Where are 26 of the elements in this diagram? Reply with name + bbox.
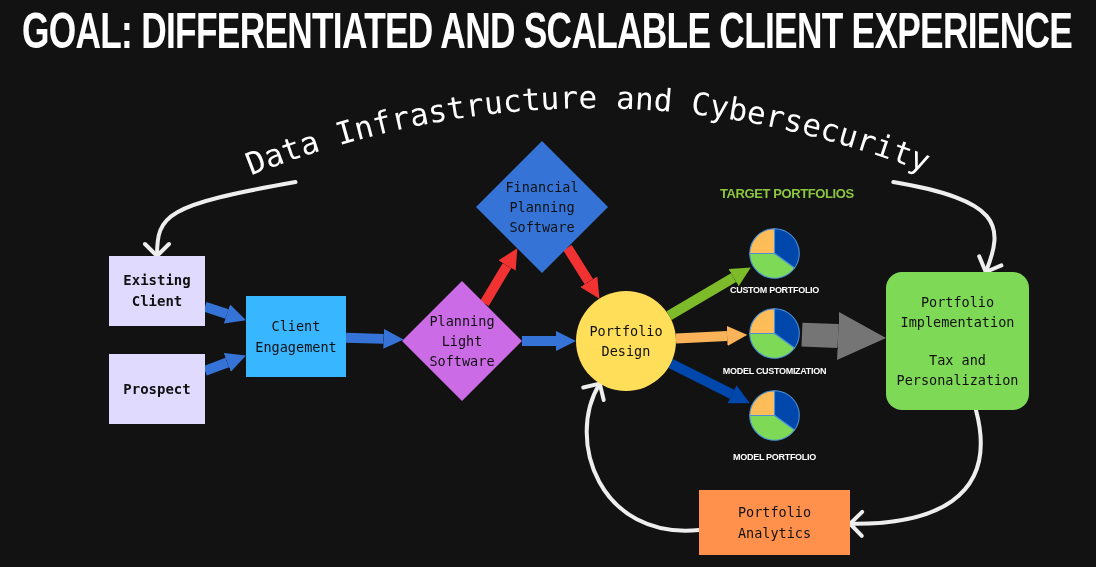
- pie-chart-icon: [747, 388, 802, 443]
- section-heading: TARGET PORTFOLIOS: [720, 186, 854, 201]
- chart-caption: CUSTOM PORTFOLIO: [730, 285, 819, 295]
- block-arrow: [480, 248, 518, 306]
- block-arrow: [666, 267, 751, 320]
- chart-caption: MODEL CUSTOMIZATION: [722, 366, 827, 376]
- process-box: Portfolio Analytics: [699, 490, 850, 555]
- curved-arrow: [891, 180, 1004, 274]
- block-arrow: [522, 331, 576, 351]
- block-arrow: [345, 328, 404, 349]
- block-arrow: [675, 325, 748, 346]
- block-arrow: [563, 244, 600, 299]
- block-arrow: [668, 358, 750, 404]
- process-box: Client Engagement: [246, 296, 346, 377]
- chart-caption: MODEL PORTFOLIO: [733, 452, 816, 462]
- curved-arrow: [581, 381, 701, 533]
- pie-chart-icon: [747, 226, 802, 281]
- process-box: Existing Client: [109, 256, 205, 326]
- title: GOAL: DIFFERENTIATED AND SCALABLE CLIENT EXPERIENCE: [21, 2, 1074, 60]
- process-circle: Portfolio Design: [576, 291, 676, 391]
- decision-diamond: Planning Light Software: [402, 281, 522, 401]
- process-box: Prospect: [109, 354, 205, 424]
- pie-chart-icon: [747, 306, 802, 361]
- curved-arrow: [143, 180, 298, 258]
- decision-diamond: Financial Planning Software: [476, 141, 608, 273]
- process-box: Portfolio Implementation Tax and Personalization: [886, 272, 1029, 410]
